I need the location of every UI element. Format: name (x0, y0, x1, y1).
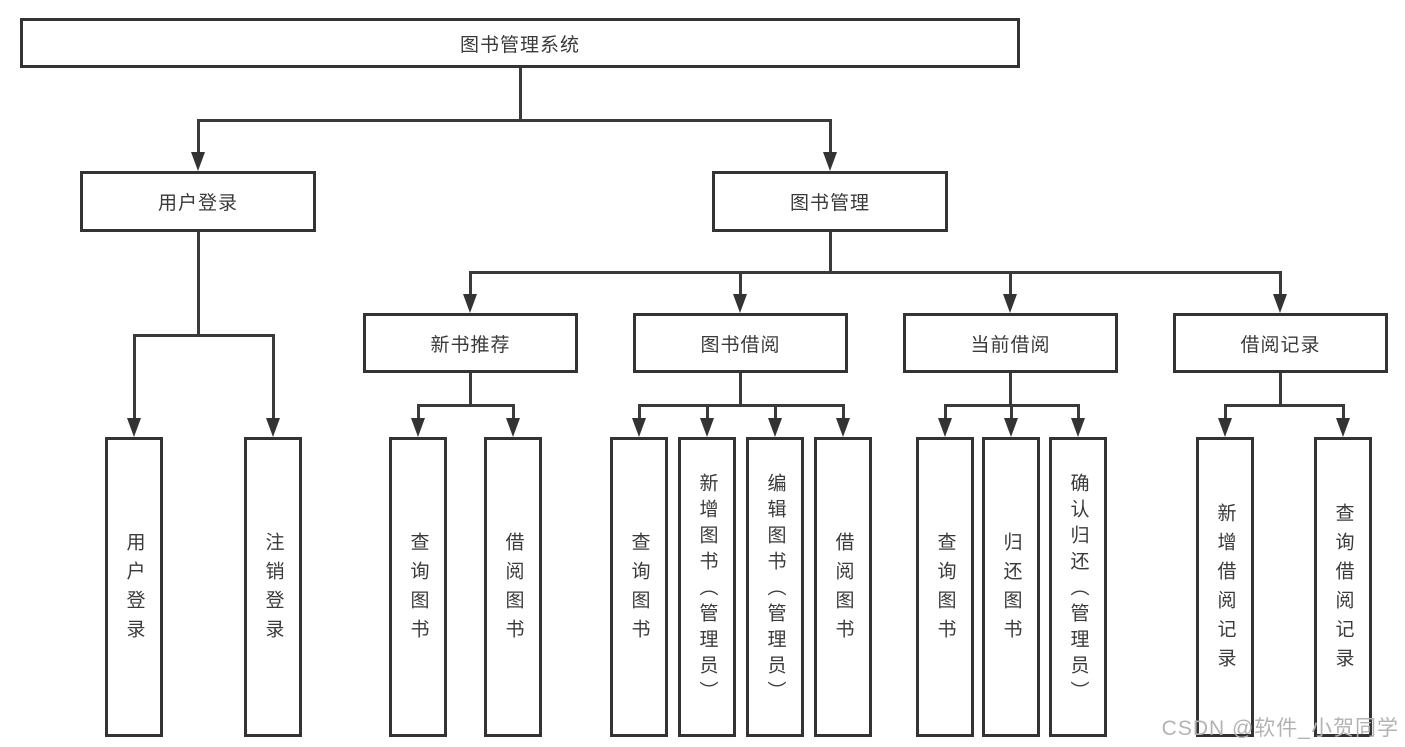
arrowhead-nb-search (411, 418, 425, 437)
arrowhead-cb-confirm (1071, 418, 1085, 437)
connector-book-borrow-stem (739, 373, 742, 407)
node-user-login: 用户登录 (80, 171, 316, 232)
connector-stem-current-borrow (1009, 271, 1012, 296)
connector-user-login-stem (196, 232, 200, 337)
node-book-management: 图书管理 (712, 171, 948, 232)
leaf-current-search-books: 查询图书 (916, 437, 974, 737)
leaf-records-add-record: 新增借阅记录 (1196, 437, 1254, 737)
arrowhead-bb-add (700, 418, 714, 437)
arrowhead-borrow-records (1273, 294, 1287, 313)
leaf-current-confirm-return-admin: 确认归还（管理员） (1049, 437, 1107, 737)
connector-book-borrow-branch (637, 404, 845, 407)
connector-stem-borrow-records (1279, 271, 1282, 296)
arrowhead-br-add (1218, 418, 1232, 437)
leaf-borrowing-add-books-admin: 新增图书（管理员） (678, 437, 736, 737)
connector-root-branch (196, 119, 832, 122)
connector-stem-nb-search (416, 404, 420, 420)
arrowhead-current-borrow (1003, 294, 1017, 313)
node-current-borrowing: 当前借阅 (903, 313, 1118, 373)
connector-stem-cb-search (943, 404, 947, 420)
connector-stem-bb-add (705, 404, 709, 420)
leaf-borrowing-edit-books-admin: 编辑图书（管理员） (746, 437, 804, 737)
node-book-borrowing: 图书借阅 (633, 313, 848, 373)
leaf-borrowing-borrow-books: 借阅图书 (814, 437, 872, 737)
connector-stem-bb-edit (773, 404, 777, 420)
connector-current-borrow-stem (1009, 373, 1012, 407)
connector-stem-bb-borrow (841, 404, 845, 420)
connector-root-stem (518, 68, 522, 122)
node-new-book-recommend: 新书推荐 (363, 313, 578, 373)
arrowhead-bb-borrow (836, 418, 850, 437)
arrowhead-user-login (191, 152, 205, 171)
connector-stem-cb-return (1009, 404, 1013, 420)
connector-stem-nb-borrow (511, 404, 515, 420)
connector-stem-br-search (1341, 404, 1345, 420)
leaf-records-search-record: 查询借阅记录 (1314, 437, 1372, 737)
arrowhead-nb-borrow (506, 418, 520, 437)
connector-stem-br-add (1223, 404, 1227, 420)
arrowhead-bb-search (632, 418, 646, 437)
connector-user-login-branch (132, 334, 275, 337)
connector-stem-leaf-logout (271, 334, 275, 420)
connector-borrow-records-branch (1223, 404, 1345, 407)
leaf-borrowing-search-books: 查询图书 (610, 437, 668, 737)
connector-stem-book-borrow (739, 271, 742, 296)
arrowhead-new-books (463, 294, 477, 313)
arrowhead-leaf-logout (266, 418, 280, 437)
connector-stem-leaf-user-login (132, 334, 136, 420)
arrowhead-book-mgmt (823, 152, 837, 171)
leaf-newbooks-borrow-books: 借阅图书 (484, 437, 542, 737)
leaf-newbooks-search-books: 查询图书 (389, 437, 447, 737)
node-root-library-management-system: 图书管理系统 (20, 18, 1020, 68)
csdn-watermark: CSDN @软件_小贺同学 (1161, 717, 1399, 740)
node-borrowing-records: 借阅记录 (1173, 313, 1388, 373)
leaf-current-return-books: 归还图书 (982, 437, 1040, 737)
arrowhead-br-search (1336, 418, 1350, 437)
arrowhead-book-borrow (733, 294, 747, 313)
connector-new-books-branch (416, 404, 515, 407)
connector-borrow-records-stem (1279, 373, 1282, 407)
connector-new-books-stem (469, 373, 472, 407)
arrowhead-leaf-user-login (127, 418, 141, 437)
connector-stem-bb-search (637, 404, 641, 420)
connector-book-mgmt-branch (469, 271, 1282, 274)
arrowhead-cb-search (938, 418, 952, 437)
arrowhead-cb-return (1004, 418, 1018, 437)
connector-stem-new-books (469, 271, 472, 296)
leaf-user-login: 用户登录 (105, 437, 163, 737)
connector-stem-user-login (196, 120, 200, 154)
arrowhead-bb-edit (768, 418, 782, 437)
connector-stem-cb-confirm (1076, 404, 1080, 420)
connector-book-mgmt-stem (828, 232, 832, 274)
connector-stem-book-mgmt (828, 120, 832, 154)
leaf-logout: 注销登录 (244, 437, 302, 737)
